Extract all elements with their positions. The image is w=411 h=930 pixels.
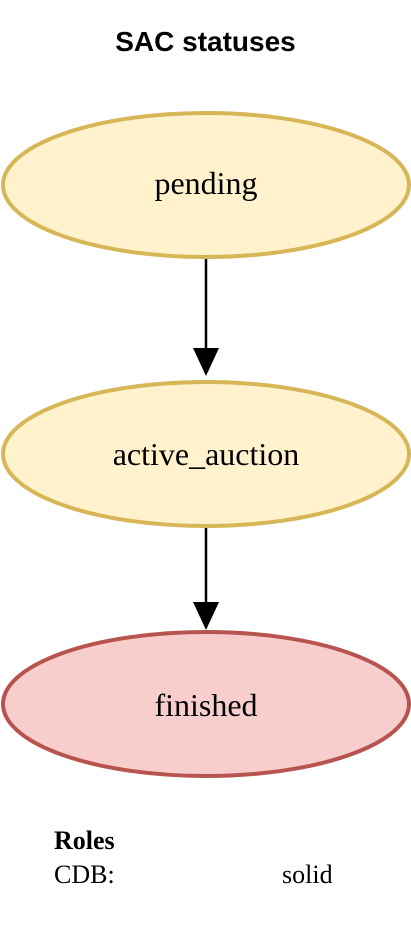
node-finished[interactable]: finished bbox=[1, 630, 411, 778]
node-active-auction[interactable]: active_auction bbox=[1, 380, 411, 528]
legend-style-label: solid bbox=[282, 860, 333, 889]
node-active-auction-label: active_auction bbox=[113, 436, 300, 472]
node-pending[interactable]: pending bbox=[1, 111, 411, 259]
legend-role-label: CDB: bbox=[54, 860, 115, 889]
node-pending-label: pending bbox=[154, 165, 257, 201]
edge-active-auction-to-finished bbox=[193, 526, 219, 630]
legend: Roles CDB: solid bbox=[54, 824, 364, 892]
diagram-title: SAC statuses bbox=[115, 26, 296, 57]
legend-item: CDB: solid bbox=[54, 858, 364, 892]
node-finished-label: finished bbox=[154, 687, 257, 723]
edge-pending-to-active-auction bbox=[193, 256, 219, 376]
legend-title: Roles bbox=[54, 826, 115, 855]
